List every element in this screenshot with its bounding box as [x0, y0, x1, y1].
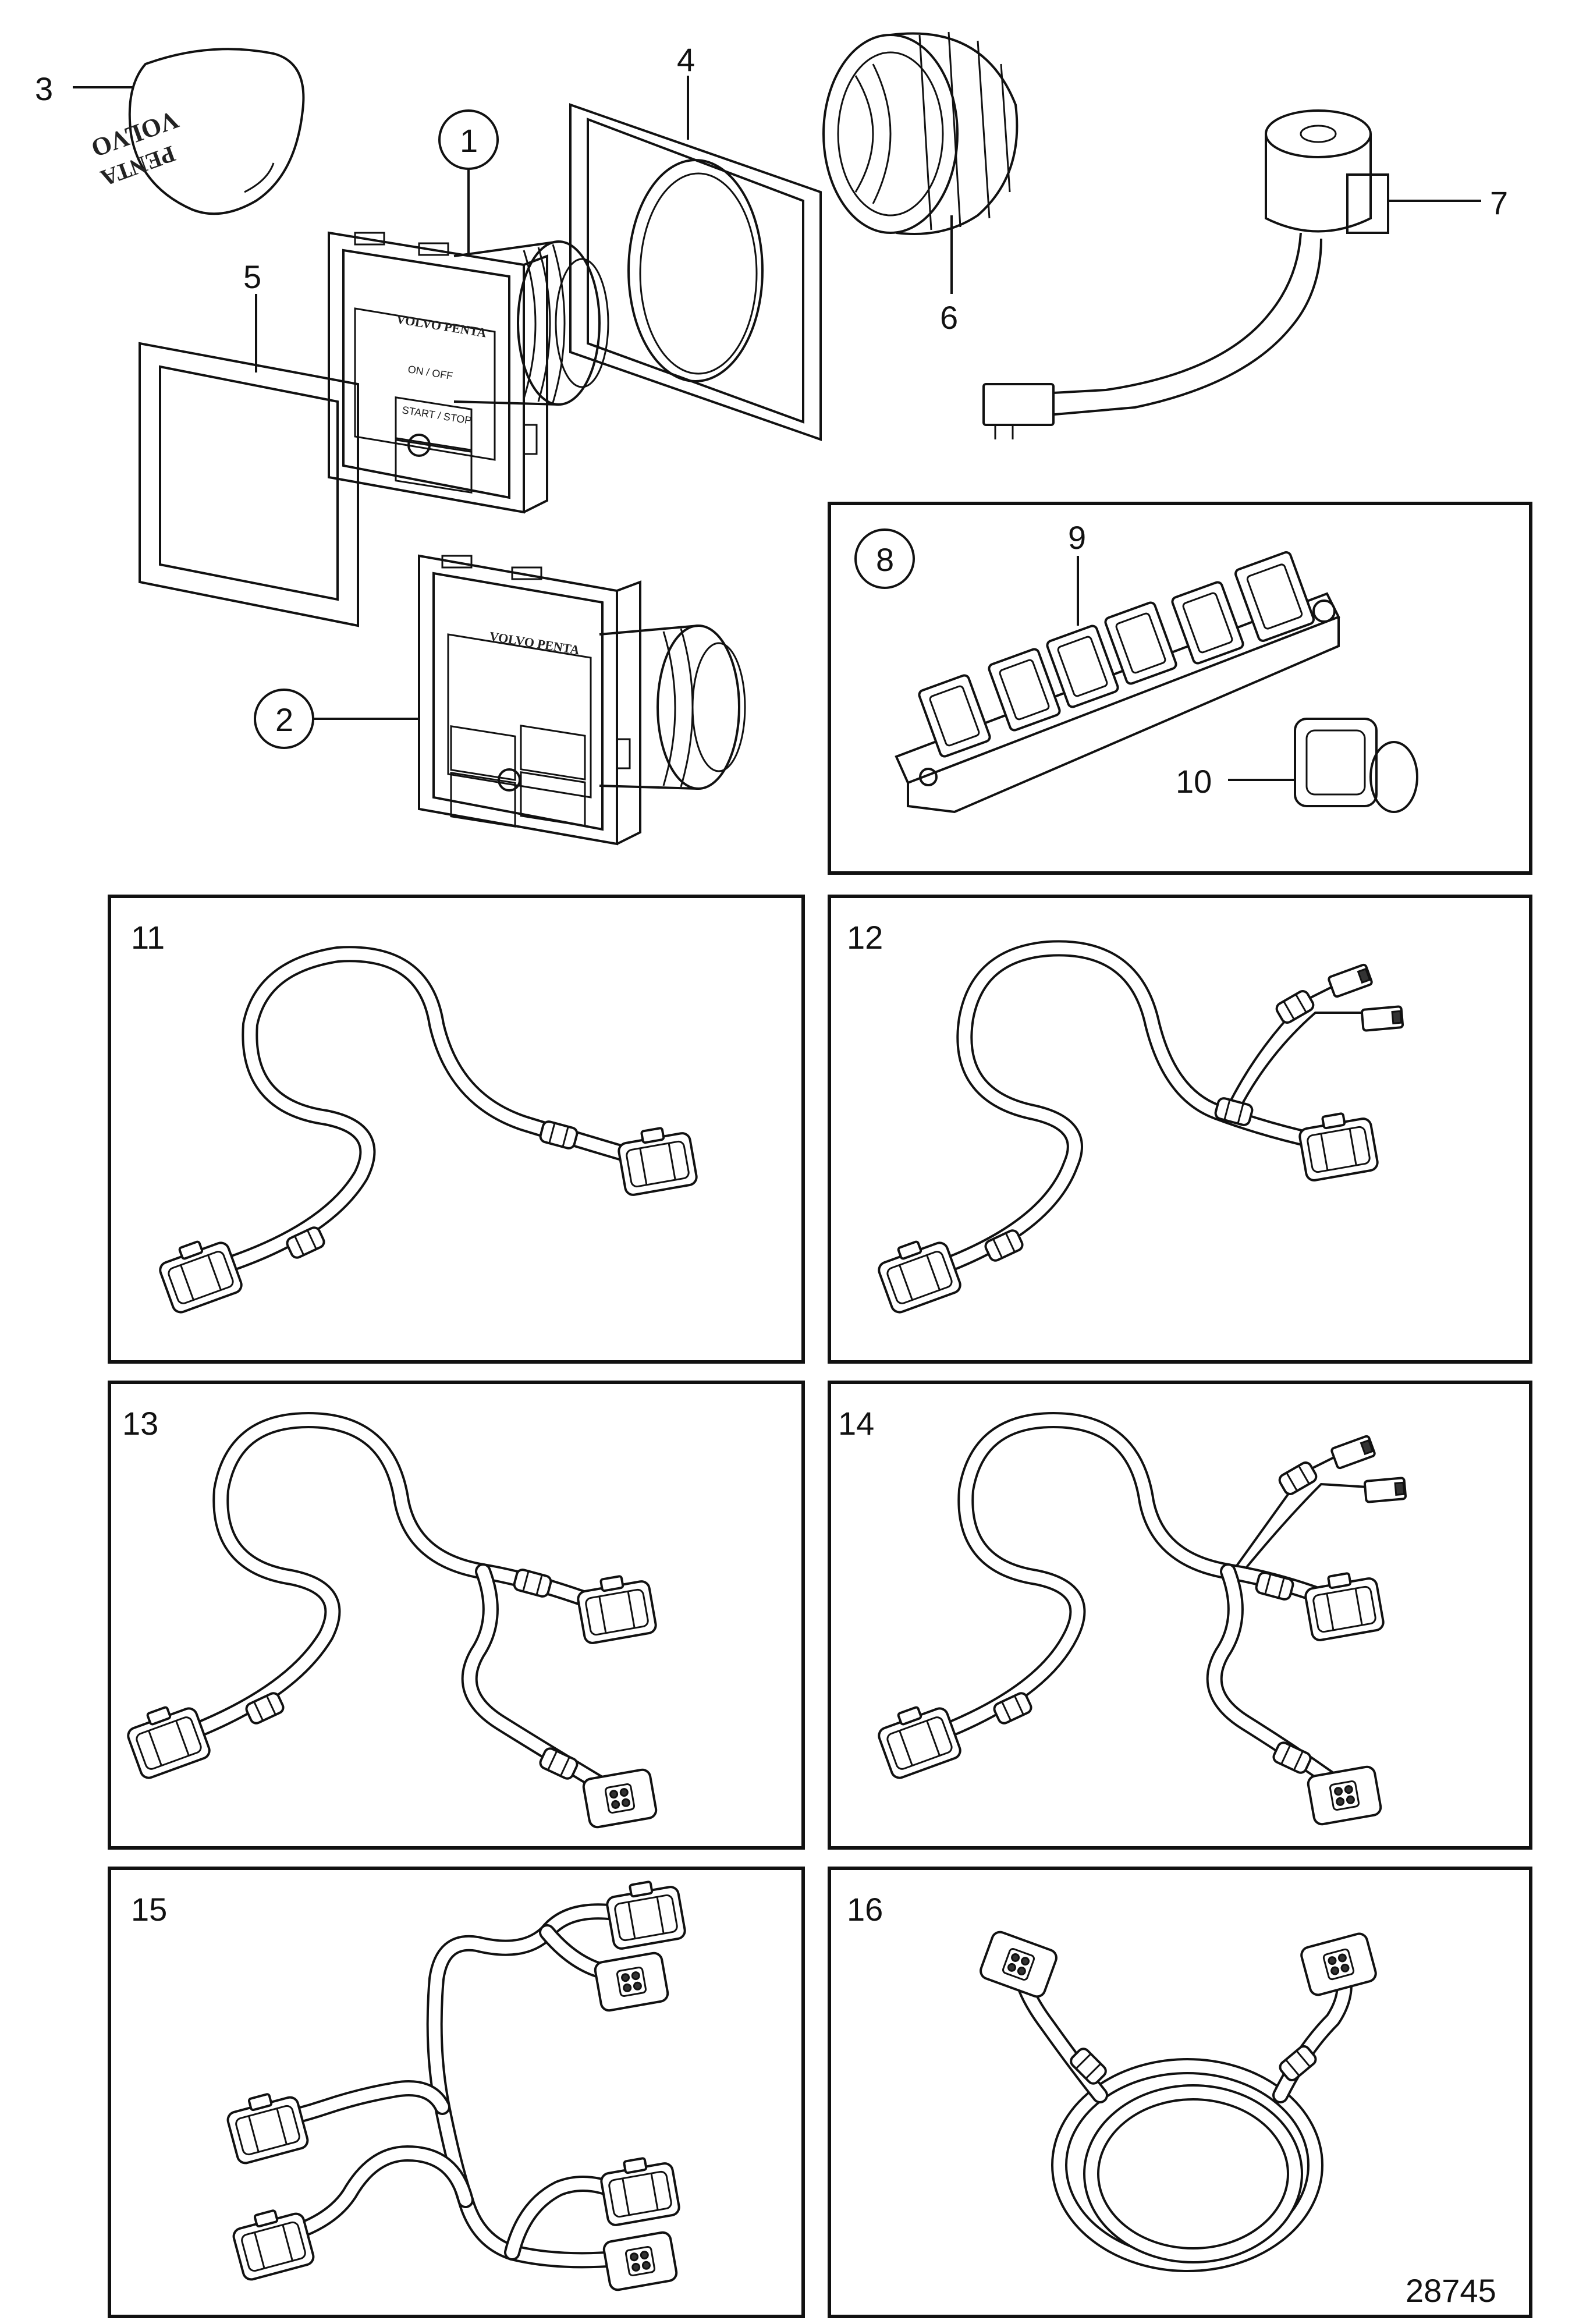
box-part-13: [108, 1381, 805, 1850]
harness-part-13: [122, 1412, 659, 1830]
nut-part-6: [822, 31, 1019, 235]
label-part-7: 7: [1490, 184, 1508, 221]
control-panel-part-1: VOLVO PENTA ON / OFF START / STOP: [328, 231, 609, 514]
callout-circle-1: [438, 109, 499, 170]
label-part-3: 3: [35, 70, 53, 107]
harness-part-11: [154, 946, 699, 1316]
control-panel-part-2: VOLVO PENTA: [418, 554, 746, 846]
buzzer-part-7: [982, 109, 1389, 439]
panel1-button-on-off: ON / OFF: [407, 363, 453, 382]
label-part-5: 5: [243, 258, 261, 295]
harness-part-14: [872, 1412, 1407, 1827]
gasket-part-4: [569, 103, 822, 441]
key-fob-part: VOLVO PENTA: [87, 48, 305, 215]
label-part-6: 6: [940, 299, 958, 336]
box-part-14: [828, 1381, 1532, 1850]
harness-part-12: [872, 940, 1404, 1316]
callout-circle-2: [254, 689, 314, 749]
panel2-brand: VOLVO PENTA: [488, 629, 580, 657]
label-part-2: 2: [275, 701, 293, 738]
label-part-12: 12: [847, 919, 883, 956]
harness-part-16: [977, 1928, 1379, 2272]
label-part-4: 4: [677, 41, 695, 78]
callout-circle-8: [854, 528, 915, 589]
label-part-13: 13: [122, 1405, 158, 1442]
box-part-15: [108, 1867, 805, 2318]
junction-block-part-9: [895, 551, 1340, 814]
cap-part-10: [1294, 718, 1418, 813]
harness-part-15: [222, 1876, 687, 2293]
label-part-14: 14: [838, 1405, 874, 1442]
frame-part-5: [139, 342, 359, 627]
label-part-10: 10: [1176, 763, 1212, 800]
label-part-1: 1: [460, 122, 478, 159]
label-part-16: 16: [847, 1891, 883, 1928]
panel1-brand: VOLVO PENTA: [395, 311, 487, 340]
label-part-15: 15: [131, 1891, 167, 1928]
figure-number: 28745: [1406, 2272, 1496, 2309]
label-part-8: 8: [876, 541, 894, 578]
label-part-9: 9: [1068, 519, 1086, 556]
label-part-11: 11: [131, 919, 165, 956]
